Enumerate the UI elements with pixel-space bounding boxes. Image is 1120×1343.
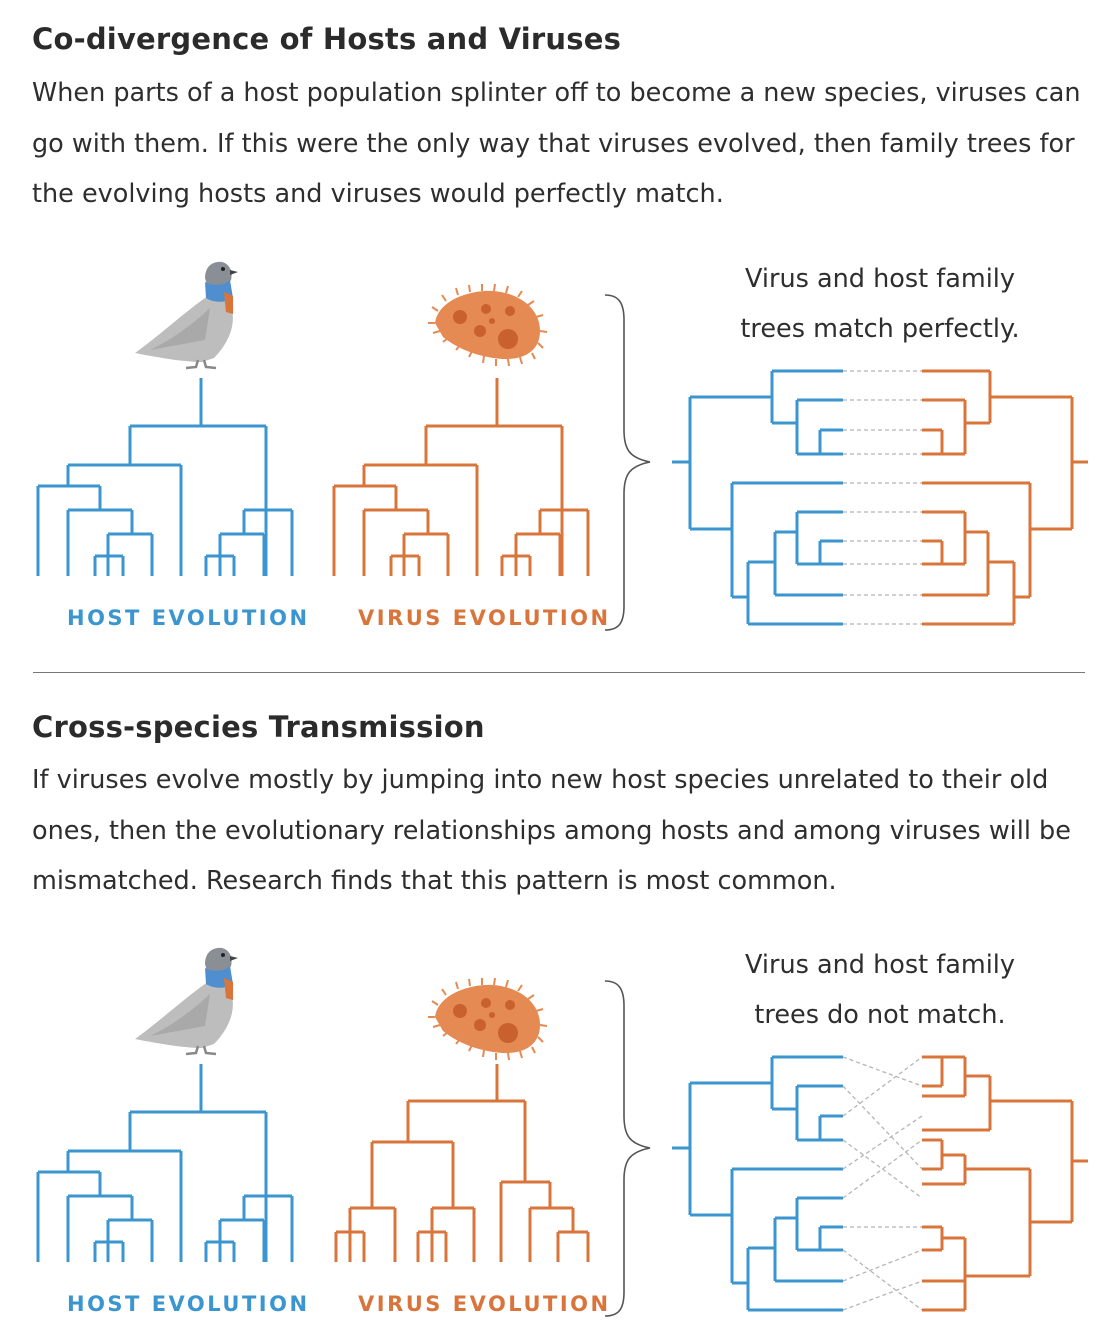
section-heading: Cross-species Transmission (32, 710, 485, 744)
co-divergence-diagram: HOST EVOLUTION VIRUS EVOLUTION Virus and… (0, 240, 1120, 650)
virus-tanglegram (922, 369, 1088, 626)
host-tanglegram (672, 369, 843, 626)
section-co-divergence: Co-divergence of Hosts and Viruses When … (0, 22, 1120, 650)
curly-brace-icon (604, 294, 651, 631)
cross-species-diagram: HOST EVOLUTION VIRUS EVOLUTION Virus and… (0, 926, 1120, 1343)
tree-comparison-caption: Virus and host family trees do not match… (745, 950, 1015, 1030)
curly-brace-icon (604, 980, 651, 1317)
virus-evolution-label: VIRUS EVOLUTION (358, 606, 611, 630)
section-heading: Co-divergence of Hosts and Viruses (32, 22, 622, 56)
tree-comparison-caption: Virus and host family trees match perfec… (740, 264, 1020, 344)
co-divergence-graphic (36, 261, 1088, 631)
cross-species-graphic (36, 947, 1088, 1317)
host-tree (36, 378, 294, 576)
section-divider (33, 672, 1085, 673)
mismatched-links (842, 1056, 923, 1311)
section-description: When parts of a host population splinter… (32, 78, 1081, 209)
host-evolution-label: HOST EVOLUTION (67, 1292, 310, 1316)
section-description: If viruses evolve mostly by jumping into… (32, 765, 1071, 896)
pigeon-icon (135, 261, 238, 370)
virus-evolution-label: VIRUS EVOLUTION (358, 1292, 611, 1316)
host-evolution-label: HOST EVOLUTION (67, 606, 310, 630)
virus-tanglegram (922, 1055, 1088, 1312)
host-tanglegram (672, 1055, 843, 1312)
virus-tree (334, 1064, 590, 1262)
virus-tree (332, 378, 590, 576)
pigeon-icon (135, 947, 238, 1056)
matching-links (843, 370, 922, 625)
section-cross-species: Cross-species Transmission If viruses ev… (0, 688, 1120, 1343)
host-tree (36, 1064, 294, 1262)
virus-icon (428, 977, 548, 1061)
virus-icon (428, 283, 548, 367)
